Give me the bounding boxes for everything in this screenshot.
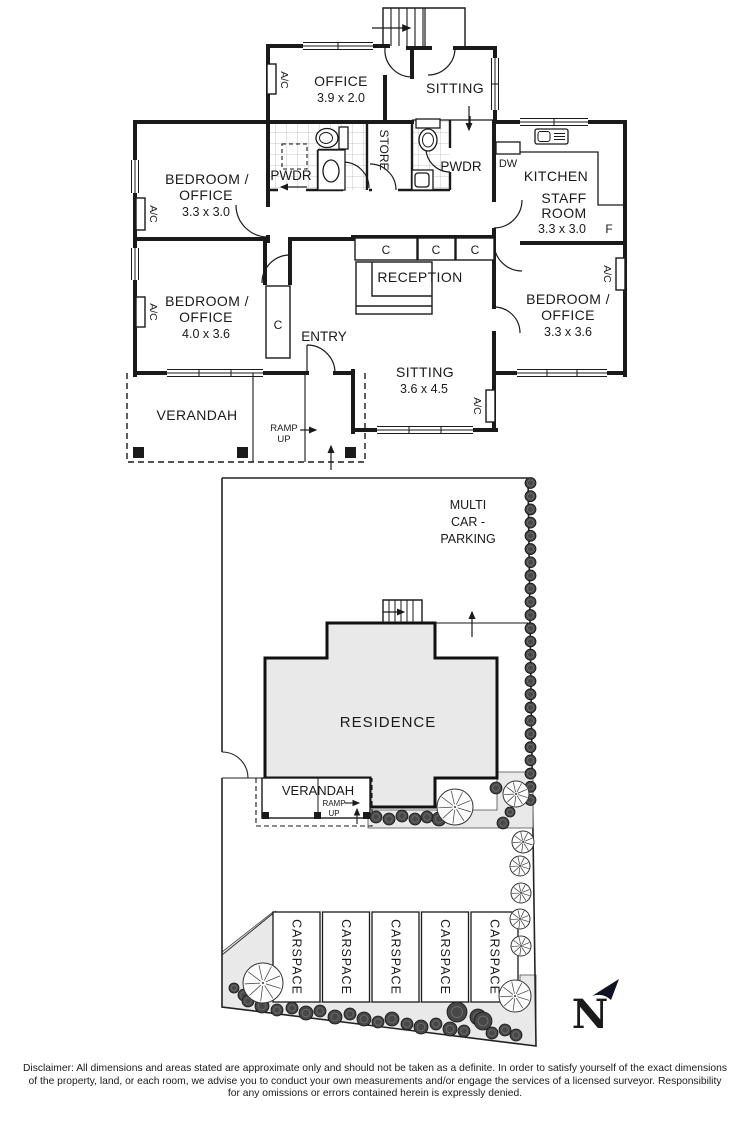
carspace-4	[420, 911, 470, 1003]
windows	[131, 42, 607, 434]
room-label-pwdr-left: PWDR	[270, 168, 311, 183]
room-label-office: OFFICE	[314, 73, 368, 89]
residence-label: RESIDENCE	[340, 714, 437, 731]
room-label-reception: RECEPTION	[377, 269, 462, 285]
room-label-bedroom1-l1: BEDROOM /	[165, 171, 249, 187]
disclaimer-line-1: Disclaimer: All dimensions and areas sta…	[22, 1063, 727, 1074]
room-label-pwdr-right: PWDR	[440, 159, 481, 174]
room-label-bedroom2-l1: BEDROOM /	[165, 293, 249, 309]
site-verandah	[255, 777, 373, 827]
carspaces	[272, 911, 519, 1003]
kitchen-bench	[494, 151, 625, 206]
toilet-right	[415, 118, 441, 152]
room-label-store: STORE	[377, 129, 391, 170]
ac-label-bedroom3: A/C	[601, 265, 613, 283]
parking-edge-line	[221, 910, 277, 956]
basin-right	[411, 169, 434, 191]
parking-label-2: CAR -	[451, 515, 485, 529]
cupboard-label-3: C	[471, 243, 480, 257]
doors	[235, 47, 523, 374]
site-verandah-label: VERANDAH	[282, 783, 354, 798]
carspace-label-1: CARSPACE	[290, 919, 304, 995]
carspace-label-4: CARSPACE	[438, 919, 452, 995]
basin-left	[317, 149, 346, 191]
room-dims-sitting-main: 3.6 x 4.5	[400, 382, 448, 396]
residence-outline	[263, 621, 499, 809]
dishwasher-label: DW	[499, 158, 518, 170]
room-dims-bedroom1: 3.3 x 3.0	[182, 205, 230, 219]
room-dims-bedroom3: 3.3 x 3.6	[544, 325, 592, 339]
room-dims-office: 3.9 x 2.0	[317, 91, 365, 105]
room-label-staff2: ROOM	[541, 205, 586, 221]
shower-dashed	[281, 143, 308, 170]
room-label-kitchen: KITCHEN	[524, 168, 588, 184]
disclaimer-line-3: for any omissions or errors contained he…	[227, 1088, 523, 1100]
fridge-label: F	[605, 222, 612, 236]
parking-label-1: MULTI	[450, 498, 487, 512]
room-label-staff: STAFF	[541, 190, 586, 206]
room-label-entry: ENTRY	[301, 329, 347, 344]
verandah-floorplan	[126, 373, 366, 463]
ac-label-office: A/C	[278, 71, 290, 89]
cupboard-label-2: C	[432, 243, 441, 257]
carspace-label-5: CARSPACE	[488, 919, 502, 995]
room-dims-bedroom2: 4.0 x 3.6	[182, 327, 230, 341]
carspace-label-3: CARSPACE	[389, 919, 403, 995]
ac-label-left2: A/C	[147, 303, 159, 321]
north-arrow: N	[572, 979, 619, 1038]
site-ramp-label-2: UP	[328, 809, 339, 818]
site-ramp-label-1: RAMP	[322, 799, 345, 808]
room-label-bedroom1-l2: OFFICE	[179, 187, 233, 203]
plan-svg: OFFICE 3.9 x 2.0 SITTING BEDROOM / OFFIC…	[126, 7, 627, 1047]
reception-cupboards	[354, 237, 495, 261]
north-arrow-icon	[592, 979, 619, 1000]
parking-label-3: PARKING	[440, 532, 495, 546]
site-plan: RESIDENCE VERANDAH RAMP UP MULTI CAR - P…	[221, 477, 619, 1047]
cupboard-label-1: C	[382, 243, 391, 257]
ac-units	[135, 63, 626, 423]
carspace-2	[321, 911, 371, 1003]
north-label: N	[572, 991, 609, 1038]
ac-label-sitting: A/C	[471, 397, 483, 415]
room-label-sitting-main: SITTING	[396, 364, 454, 380]
floorplan-arrows	[279, 106, 473, 470]
room-dims-staff: 3.3 x 3.0	[538, 222, 586, 236]
disclaimer: Disclaimer: All dimensions and areas sta…	[0, 1063, 750, 1101]
entry-cupboard	[265, 285, 291, 359]
carspace-3	[371, 911, 420, 1003]
carspace-label-2: CARSPACE	[339, 919, 353, 995]
boundary-gate	[221, 751, 249, 779]
kitchen-sink	[534, 128, 569, 145]
cupboard-label-entry: C	[274, 318, 283, 332]
room-label-bedroom2-l2: OFFICE	[179, 309, 233, 325]
site-boundary	[221, 477, 537, 1047]
toilet-left	[315, 126, 349, 150]
room-label-verandah: VERANDAH	[157, 407, 238, 423]
ac-label-left1: A/C	[147, 205, 159, 223]
floor-plan: OFFICE 3.9 x 2.0 SITTING BEDROOM / OFFIC…	[126, 7, 627, 470]
ramp-label-2: UP	[277, 434, 290, 445]
room-label-sitting-top: SITTING	[426, 80, 484, 96]
dishwasher	[495, 141, 521, 155]
reception-desk	[355, 261, 433, 315]
vegetation	[228, 477, 537, 1042]
room-label-bedroom3-l1: BEDROOM /	[526, 291, 610, 307]
room-label-bedroom3-l2: OFFICE	[541, 307, 595, 323]
ramp-label-1: RAMP	[270, 423, 297, 434]
disclaimer-line-2: of the property, land, or each room, we …	[28, 1075, 722, 1087]
